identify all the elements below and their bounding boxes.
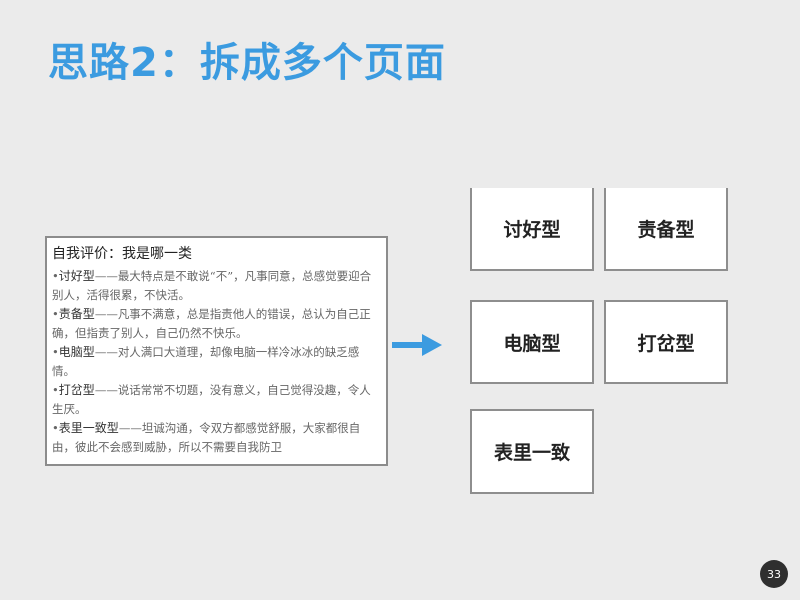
right-arrow-icon [392, 334, 442, 356]
page-number-badge: 33 [760, 560, 788, 588]
list-item: •责备型——凡事不满意，总是指责他人的错误，总认为自己正确，但指责了别人，自己仍… [52, 305, 381, 343]
source-text-panel: 自我评价：我是哪一类 •讨好型——最大特点是不敢说“不”，凡事同意，总感觉要迎合… [45, 236, 388, 466]
card-diannao: 电脑型 [470, 300, 594, 384]
bullet: • [52, 269, 59, 283]
list-item: •打岔型——说话常常不切题，没有意义，自己觉得没趣，令人生厌。 [52, 381, 381, 419]
card-dacha: 打岔型 [604, 300, 728, 384]
item-label: 电脑型 [58, 345, 95, 359]
slide-title: 思路2：拆成多个页面 [48, 40, 446, 86]
item-text: ——凡事不满意，总是指责他人的错误，总认为自己正确，但指责了别人，自己仍然不快乐… [52, 307, 371, 340]
item-label: 讨好型 [58, 269, 95, 283]
item-text: ——说话常常不切题，没有意义，自己觉得没趣，令人生厌。 [52, 383, 371, 416]
item-text: ——最大特点是不敢说“不”，凡事同意，总感觉要迎合别人，活得很累，不快活。 [52, 269, 372, 302]
item-label: 表里一致型 [58, 421, 119, 435]
item-text: ——坦诚沟通，令双方都感觉舒服，大家都很自由，彼此不会感到威胁，所以不需要自我防… [52, 421, 361, 454]
bullet: • [52, 421, 59, 435]
bullet: • [52, 383, 59, 397]
card-biaoli-yizhi: 表里一致 [470, 409, 594, 494]
list-item: •电脑型——对人满口大道理，却像电脑一样冷冰冰的缺乏感情。 [52, 343, 381, 381]
item-label: 打岔型 [58, 383, 95, 397]
bullet: • [52, 307, 59, 321]
list-item: •讨好型——最大特点是不敢说“不”，凡事同意，总感觉要迎合别人，活得很累，不快活… [52, 267, 381, 305]
item-text: ——对人满口大道理，却像电脑一样冷冰冰的缺乏感情。 [52, 345, 360, 378]
card-taohao: 讨好型 [470, 188, 594, 271]
item-label: 责备型 [58, 307, 95, 321]
panel-heading: 自我评价：我是哪一类 [52, 246, 192, 262]
card-zebei: 责备型 [604, 188, 728, 271]
bullet: • [52, 345, 59, 359]
list-item: •表里一致型——坦诚沟通，令双方都感觉舒服，大家都很自由，彼此不会感到威胁，所以… [52, 419, 381, 457]
